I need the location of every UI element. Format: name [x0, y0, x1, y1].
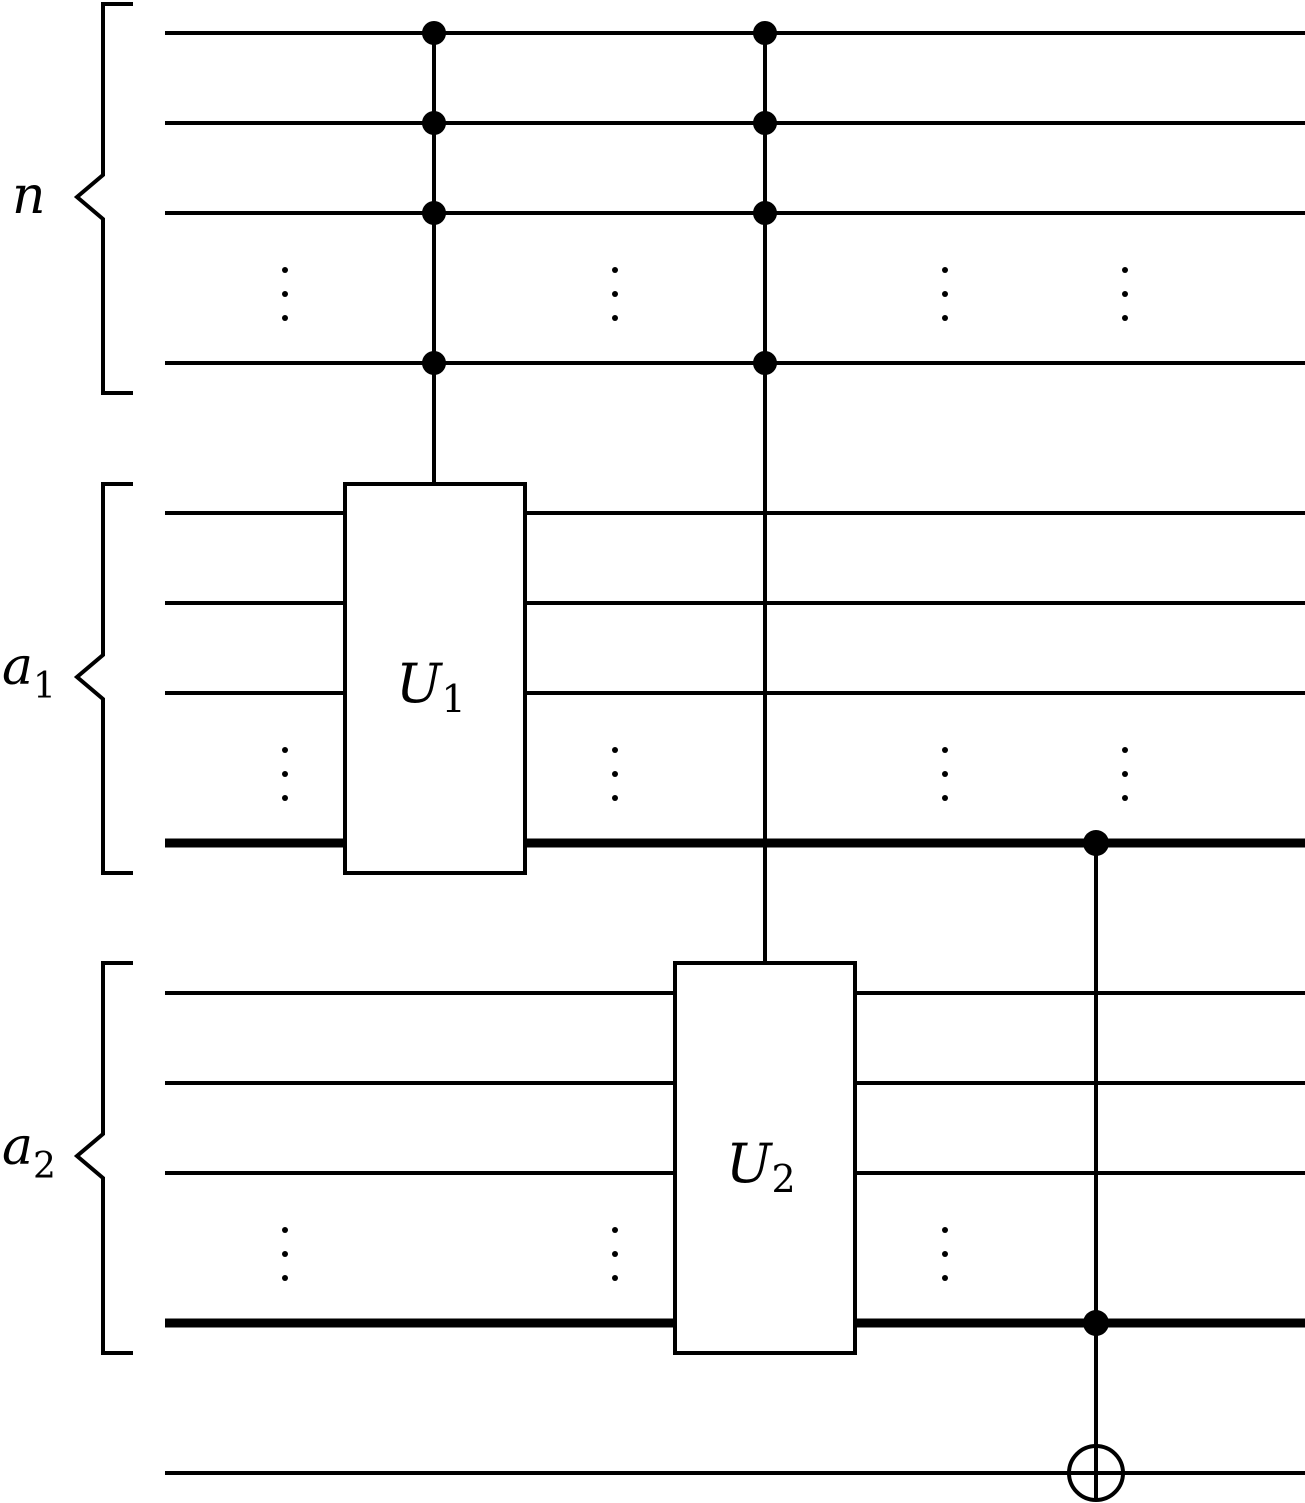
a2-register-label: a2	[2, 1117, 56, 1187]
vertical-ellipsis	[1122, 267, 1128, 321]
n-register-label: n	[12, 166, 46, 226]
u2-gate: U2	[673, 961, 857, 1355]
ellipsis-dot	[1122, 267, 1128, 273]
ellipsis-dot	[612, 315, 618, 321]
ellipsis-dot	[612, 267, 618, 273]
u2-gate-box	[673, 961, 857, 1355]
u2-controls	[753, 21, 777, 375]
ellipsis-dot	[612, 291, 618, 297]
cnot-target-icon	[1067, 1444, 1125, 1502]
ellipsis-dot	[282, 771, 288, 777]
vertical-ellipsis	[612, 267, 618, 321]
control-dot	[422, 21, 446, 45]
ellipsis-dot	[1122, 747, 1128, 753]
ellipsis-dot	[942, 795, 948, 801]
a1-register-brace	[73, 482, 133, 875]
a2-register-brace	[73, 961, 133, 1355]
register-brackets	[73, 2, 133, 1355]
vertical-ellipsis	[612, 747, 618, 801]
vertical-ellipsis	[612, 1227, 618, 1281]
a1-register-label: a1	[2, 637, 56, 707]
vertical-ellipsis	[282, 267, 288, 321]
n-register-brace	[73, 2, 133, 395]
control-dot	[1083, 1310, 1109, 1336]
ellipsis-dot	[282, 795, 288, 801]
ellipsis-dot	[282, 1251, 288, 1257]
control-dot	[753, 201, 777, 225]
ellipsis-dot	[1122, 771, 1128, 777]
vertical-ellipsis	[1122, 747, 1128, 801]
control-dot	[753, 21, 777, 45]
ellipsis-dot	[1122, 291, 1128, 297]
ellipsis-dot	[942, 315, 948, 321]
vertical-ellipsis	[282, 747, 288, 801]
ellipsis-dot	[282, 267, 288, 273]
ellipsis-dot	[282, 291, 288, 297]
ellipsis-dot	[1122, 315, 1128, 321]
ellipsis-dot	[612, 1251, 618, 1257]
ellipsis-dot	[282, 747, 288, 753]
ellipsis-dot	[942, 771, 948, 777]
u1-gate-label: U1	[396, 652, 466, 721]
ellipsis-dot	[942, 1251, 948, 1257]
vertical-ellipses	[282, 267, 1128, 1281]
vertical-ellipsis	[942, 747, 948, 801]
control-dot	[753, 351, 777, 375]
control-dot	[422, 111, 446, 135]
control-dot	[753, 111, 777, 135]
ellipsis-dot	[612, 771, 618, 777]
ellipsis-dot	[942, 1275, 948, 1281]
ellipsis-dot	[942, 267, 948, 273]
ellipsis-dot	[612, 1227, 618, 1233]
u1-gate-box	[343, 482, 527, 875]
control-dot	[1083, 830, 1109, 856]
ellipsis-dot	[282, 1227, 288, 1233]
ellipsis-dot	[282, 315, 288, 321]
ellipsis-dot	[942, 1227, 948, 1233]
n-register-wires	[165, 31, 1305, 365]
ellipsis-dot	[1122, 795, 1128, 801]
ellipsis-dot	[612, 795, 618, 801]
a1-register-wires	[165, 511, 1305, 848]
vertical-ellipsis	[942, 1227, 948, 1281]
ellipsis-dot	[612, 747, 618, 753]
vertical-ellipsis	[942, 267, 948, 321]
ellipsis-dot	[942, 747, 948, 753]
u1-gate: U1	[343, 482, 527, 875]
ellipsis-dot	[612, 1275, 618, 1281]
ellipsis-dot	[942, 291, 948, 297]
control-dot	[422, 351, 446, 375]
toffoli-controls	[1083, 830, 1109, 1336]
u1-controls	[422, 21, 446, 375]
vertical-ellipsis	[282, 1227, 288, 1281]
u2-gate-label: U2	[726, 1132, 796, 1201]
ellipsis-dot	[282, 1275, 288, 1281]
control-dot	[422, 201, 446, 225]
